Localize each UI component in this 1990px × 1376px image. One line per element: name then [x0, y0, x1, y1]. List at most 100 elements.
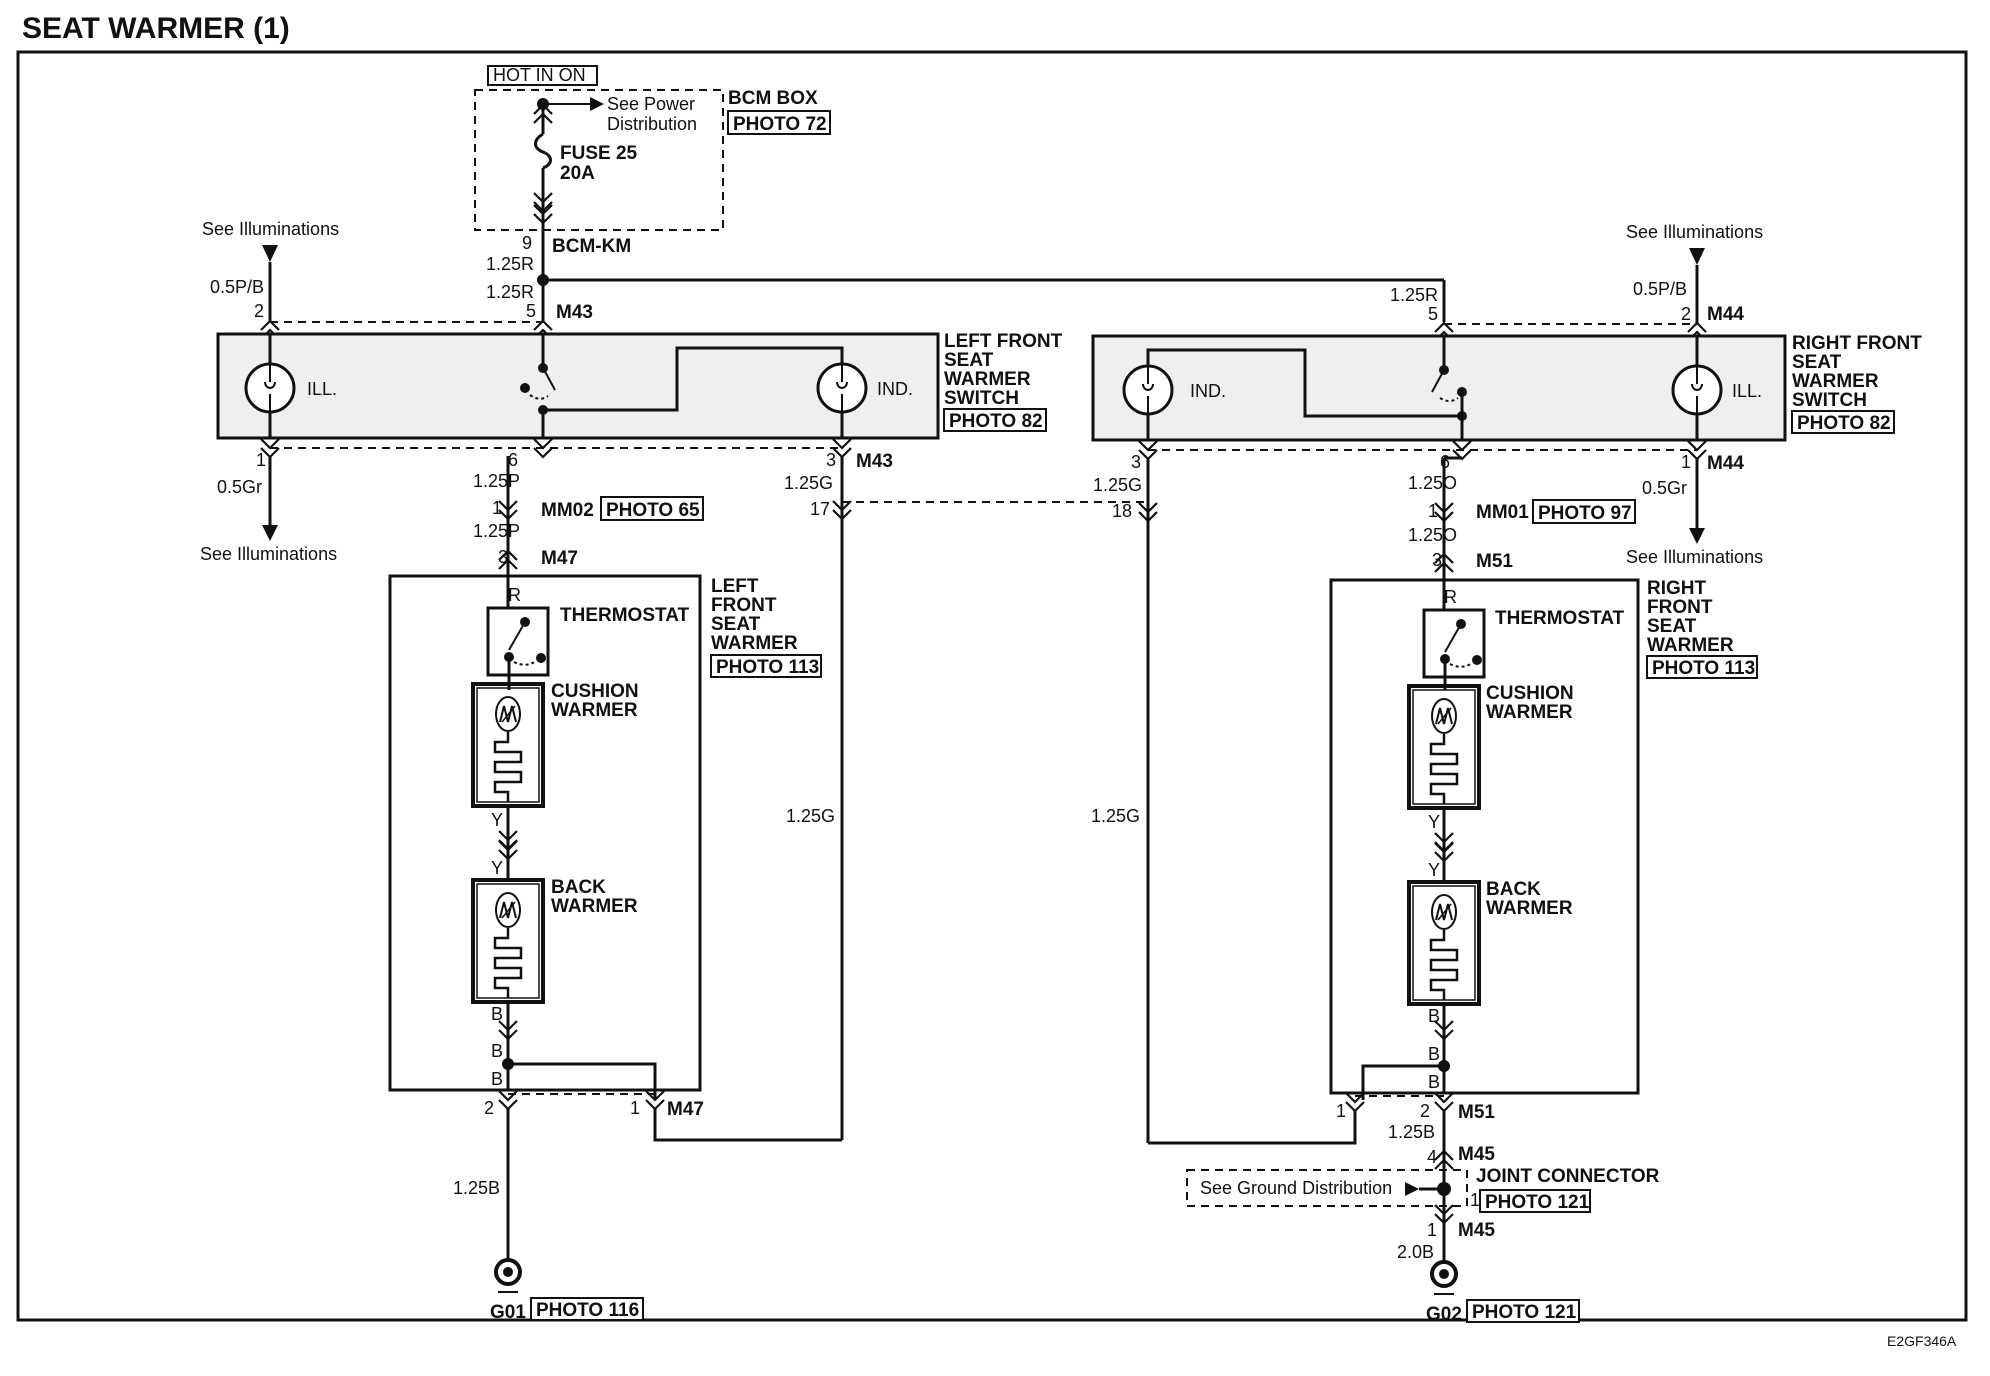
left-warmer-photo: PHOTO 113 [716, 657, 819, 678]
right-cushion-2: WARMER [1486, 702, 1573, 723]
right-back-2: WARMER [1486, 898, 1573, 919]
wire-125r-a: 1.25R [486, 254, 534, 274]
right-switch-pin-3: 3 [1131, 452, 1141, 472]
left-back-1: BACK [551, 877, 606, 898]
bcm-km-label: BCM-KM [552, 236, 631, 257]
right-seat-warmer: RIGHT FRONT SEAT WARMER PHOTO 113 R THER… [1329, 578, 1758, 1100]
bcm-box: HOT IN ON See Power Distribution BCM BOX… [474, 65, 831, 231]
left-color-b3: B [491, 1069, 503, 1089]
wire-05pb-left: 0.5P/B [210, 277, 264, 297]
wire-125b-right: 1.25B [1388, 1122, 1435, 1142]
right-switch-conn-bottom: M44 [1707, 453, 1744, 474]
wire-125r-c: 1.25R [1390, 285, 1438, 305]
right-color-r: R [1444, 587, 1457, 607]
right-warmer-pin-3: 3 [1432, 550, 1442, 570]
right-warmer-title-4: WARMER [1647, 635, 1734, 656]
left-switch-conn-bottom: M43 [856, 451, 893, 472]
left-cushion-2: WARMER [551, 700, 638, 721]
right-warmer-pin-1: 1 [1336, 1101, 1346, 1121]
see-illum-left-top: See Illuminations [202, 219, 339, 239]
left-cushion-heater [471, 682, 545, 808]
left-cushion-1: CUSHION [551, 681, 639, 702]
left-switch-title-4: SWITCH [944, 388, 1019, 409]
ground-g01 [494, 1258, 522, 1294]
left-switch-photo: PHOTO 82 [949, 411, 1043, 432]
left-warmer-conn-top: M47 [541, 548, 578, 569]
ground-g01-photo: PHOTO 116 [536, 1300, 639, 1321]
joint-conn-bottom: M45 [1458, 1220, 1495, 1241]
right-ill-label: ILL. [1732, 381, 1762, 401]
right-switch-title-3: WARMER [1792, 371, 1879, 392]
joint-pin-4: 4 [1427, 1147, 1437, 1167]
left-switch-title-1: LEFT FRONT [944, 331, 1063, 352]
right-switch-conn-top: M44 [1707, 304, 1744, 325]
left-back-2: WARMER [551, 896, 638, 917]
right-warmer-photo: PHOTO 113 [1652, 658, 1755, 679]
right-switch-pin-2: 2 [1681, 304, 1691, 324]
see-power-label: See Power [607, 94, 695, 114]
left-switch-pin-1: 1 [256, 450, 266, 470]
left-color-y1: Y [491, 810, 503, 830]
wire-125r-b: 1.25R [486, 282, 534, 302]
right-switch-pin-5: 5 [1428, 304, 1438, 324]
see-illum-left-bottom: See Illuminations [200, 544, 337, 564]
pin-18-label: 18 [1112, 501, 1132, 521]
left-seat-warmer-switch: ILL. IND. LEFT FRONT SEAT WARMER SWITCH … [216, 331, 1063, 440]
right-color-y2: Y [1428, 860, 1440, 880]
right-thermostat [1422, 608, 1486, 679]
ground-g02 [1430, 1260, 1458, 1296]
right-seat-warmer-switch: IND. ILL. RIGHT FRONT SEAT WARMER SWITCH… [1091, 333, 1922, 442]
wire-125b-left: 1.25B [453, 1178, 500, 1198]
wire-125p-b: 1.25P [473, 521, 520, 541]
right-switch-title-4: SWITCH [1792, 390, 1867, 411]
left-back-heater [471, 878, 545, 1004]
wire-05gr-right: 0.5Gr [1642, 478, 1687, 498]
wire-125p-a: 1.25P [473, 471, 520, 491]
wire-125o-b: 1.25O [1408, 525, 1457, 545]
right-color-b1: B [1428, 1006, 1440, 1026]
fuse-rating-label: 20A [560, 163, 595, 184]
figure-code: E2GF346A [1887, 1333, 1957, 1349]
joint-pin-bottom: 1 [1427, 1220, 1437, 1240]
wire-20b-right: 2.0B [1397, 1242, 1434, 1262]
right-back-heater [1407, 880, 1481, 1006]
fuse-label: FUSE 25 [560, 143, 638, 164]
right-switch-title-1: RIGHT FRONT [1792, 333, 1922, 354]
left-warmer-pin-3: 3 [498, 547, 508, 567]
wire-05gr-left: 0.5Gr [217, 477, 262, 497]
right-thermostat-label: THERMOSTAT [1495, 608, 1625, 629]
bcm-box-label: BCM BOX [728, 88, 818, 109]
bcm-photo-label: PHOTO 72 [733, 114, 827, 135]
right-mm-photo: PHOTO 97 [1538, 503, 1632, 524]
see-illum-right-bottom: See Illuminations [1626, 547, 1763, 567]
diagram-title: SEAT WARMER (1) [22, 12, 290, 45]
left-ill-label: ILL. [307, 379, 337, 399]
right-warmer-conn-top: M51 [1476, 551, 1513, 572]
hot-in-on-label: HOT IN ON [493, 65, 586, 85]
right-color-y1: Y [1428, 812, 1440, 832]
left-warmer-pin-1: 1 [630, 1098, 640, 1118]
right-warmer-title-3: SEAT [1647, 616, 1697, 637]
pin-17-label: 17 [810, 499, 830, 519]
ground-g02-photo: PHOTO 121 [1472, 1302, 1577, 1323]
joint-conn-top: M45 [1458, 1144, 1495, 1165]
left-switch-conn-top: M43 [556, 302, 593, 323]
joint-connector-title: JOINT CONNECTOR [1476, 1166, 1660, 1187]
left-mm-photo: PHOTO 65 [606, 500, 700, 521]
left-switch-title-2: SEAT [944, 350, 994, 371]
left-switch-title-3: WARMER [944, 369, 1031, 390]
left-warmer-pin-2: 2 [484, 1098, 494, 1118]
wire-mid-left: 1.25G [786, 806, 835, 826]
left-mm-pin: 1 [492, 498, 502, 518]
right-mm-conn: MM01 [1476, 502, 1529, 523]
left-warmer-title-1: LEFT [711, 576, 759, 597]
joint-connector-box [1186, 1169, 1468, 1207]
see-ground-label: See Ground Distribution [1200, 1178, 1392, 1198]
right-color-b2: B [1428, 1044, 1440, 1064]
wire-05pb-right: 0.5P/B [1633, 279, 1687, 299]
ground-g02-label: G02 [1426, 1304, 1462, 1325]
right-switch-photo: PHOTO 82 [1797, 413, 1891, 434]
right-switch-pin-1: 1 [1681, 452, 1691, 472]
right-color-b3: B [1428, 1072, 1440, 1092]
